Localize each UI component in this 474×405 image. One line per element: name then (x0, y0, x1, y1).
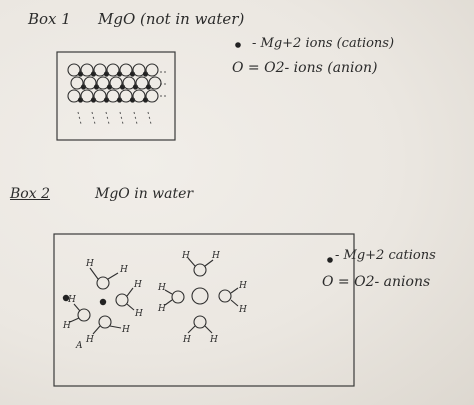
oxide-ion (70, 76, 84, 90)
water-oxygen (98, 315, 112, 329)
hydrogen-labels-right: H H H H H H H H (157, 251, 247, 345)
mg-cation (99, 298, 107, 306)
water-oxygen (171, 290, 185, 304)
hydrated-anion-cluster (164, 257, 239, 334)
svg-text:H: H (85, 335, 94, 345)
water-oxygen (193, 263, 207, 277)
svg-text:H: H (67, 295, 76, 305)
svg-text:H: H (182, 335, 191, 345)
svg-text:H: H (238, 305, 247, 315)
mg-cation-edge (62, 294, 70, 302)
hydrogen-labels-left: H H H H H H H H A (62, 259, 143, 351)
svg-text:H: H (181, 251, 190, 261)
oxide-ion (109, 76, 123, 90)
box1-frame (56, 51, 176, 141)
box1-legend-o: O = O2- ions (anion) (232, 60, 378, 76)
box1-subtitle: MgO (not in water) (98, 10, 245, 28)
svg-text:H: H (119, 265, 128, 275)
water-oxygen (218, 289, 232, 303)
oxide-ion (93, 63, 107, 77)
oxide-ion (67, 89, 81, 103)
water-oxygen (96, 276, 110, 290)
mgo-lattice (67, 63, 168, 125)
oxide-ion (80, 89, 94, 103)
svg-text:H: H (209, 335, 218, 345)
svg-text:H: H (134, 309, 143, 319)
dissolution-trail (77, 111, 82, 125)
hydrated-cation-cluster (62, 267, 135, 335)
oxide-ion (145, 63, 159, 77)
oxide-ion (148, 76, 162, 90)
oxide-ion (132, 89, 146, 103)
svg-text:H: H (121, 325, 130, 335)
box2-legend-mg: - Mg+2 cations (335, 248, 436, 263)
water-oxygen (115, 293, 129, 307)
mg-legend-dot-1 (235, 42, 241, 48)
box2-subtitle: MgO in water (95, 186, 194, 202)
box1-legend-mg: - Mg+2 ions (cations) (252, 36, 395, 51)
oxide-ion (83, 76, 97, 90)
oxide-ion (67, 63, 81, 77)
oxide-ion (135, 76, 149, 90)
oxide-ion (119, 63, 133, 77)
dissolution-trail (133, 111, 138, 125)
svg-text:H: H (157, 304, 166, 314)
water-oxygen (193, 315, 207, 329)
svg-text:H: H (211, 251, 220, 261)
dissolution-trail (147, 111, 152, 125)
dissolution-trail (105, 111, 110, 125)
mg-legend-dot-2 (327, 257, 333, 263)
oxide-ion (119, 89, 133, 103)
oxide-ion (80, 63, 94, 77)
svg-text:A: A (75, 341, 83, 351)
o2-anion (191, 287, 209, 305)
dissolution-trail (119, 111, 124, 125)
dissolution-trail (91, 111, 96, 125)
svg-text:H: H (133, 280, 142, 290)
svg-text:H: H (157, 283, 166, 293)
oxide-ion (106, 63, 120, 77)
box2-title: Box 2 (10, 186, 50, 202)
oxide-ion (145, 89, 159, 103)
oxide-ion (132, 63, 146, 77)
box2-legend-o: O = O2- anions (322, 274, 431, 290)
water-oxygen (77, 308, 91, 322)
svg-text:H: H (85, 259, 94, 269)
svg-text:H: H (238, 281, 247, 291)
svg-text:H: H (62, 321, 71, 331)
box2-frame (53, 233, 355, 387)
box1-title: Box 1 (28, 10, 71, 28)
oxide-ion (106, 89, 120, 103)
oxide-ion (96, 76, 110, 90)
oxide-ion (93, 89, 107, 103)
oxide-ion (122, 76, 136, 90)
